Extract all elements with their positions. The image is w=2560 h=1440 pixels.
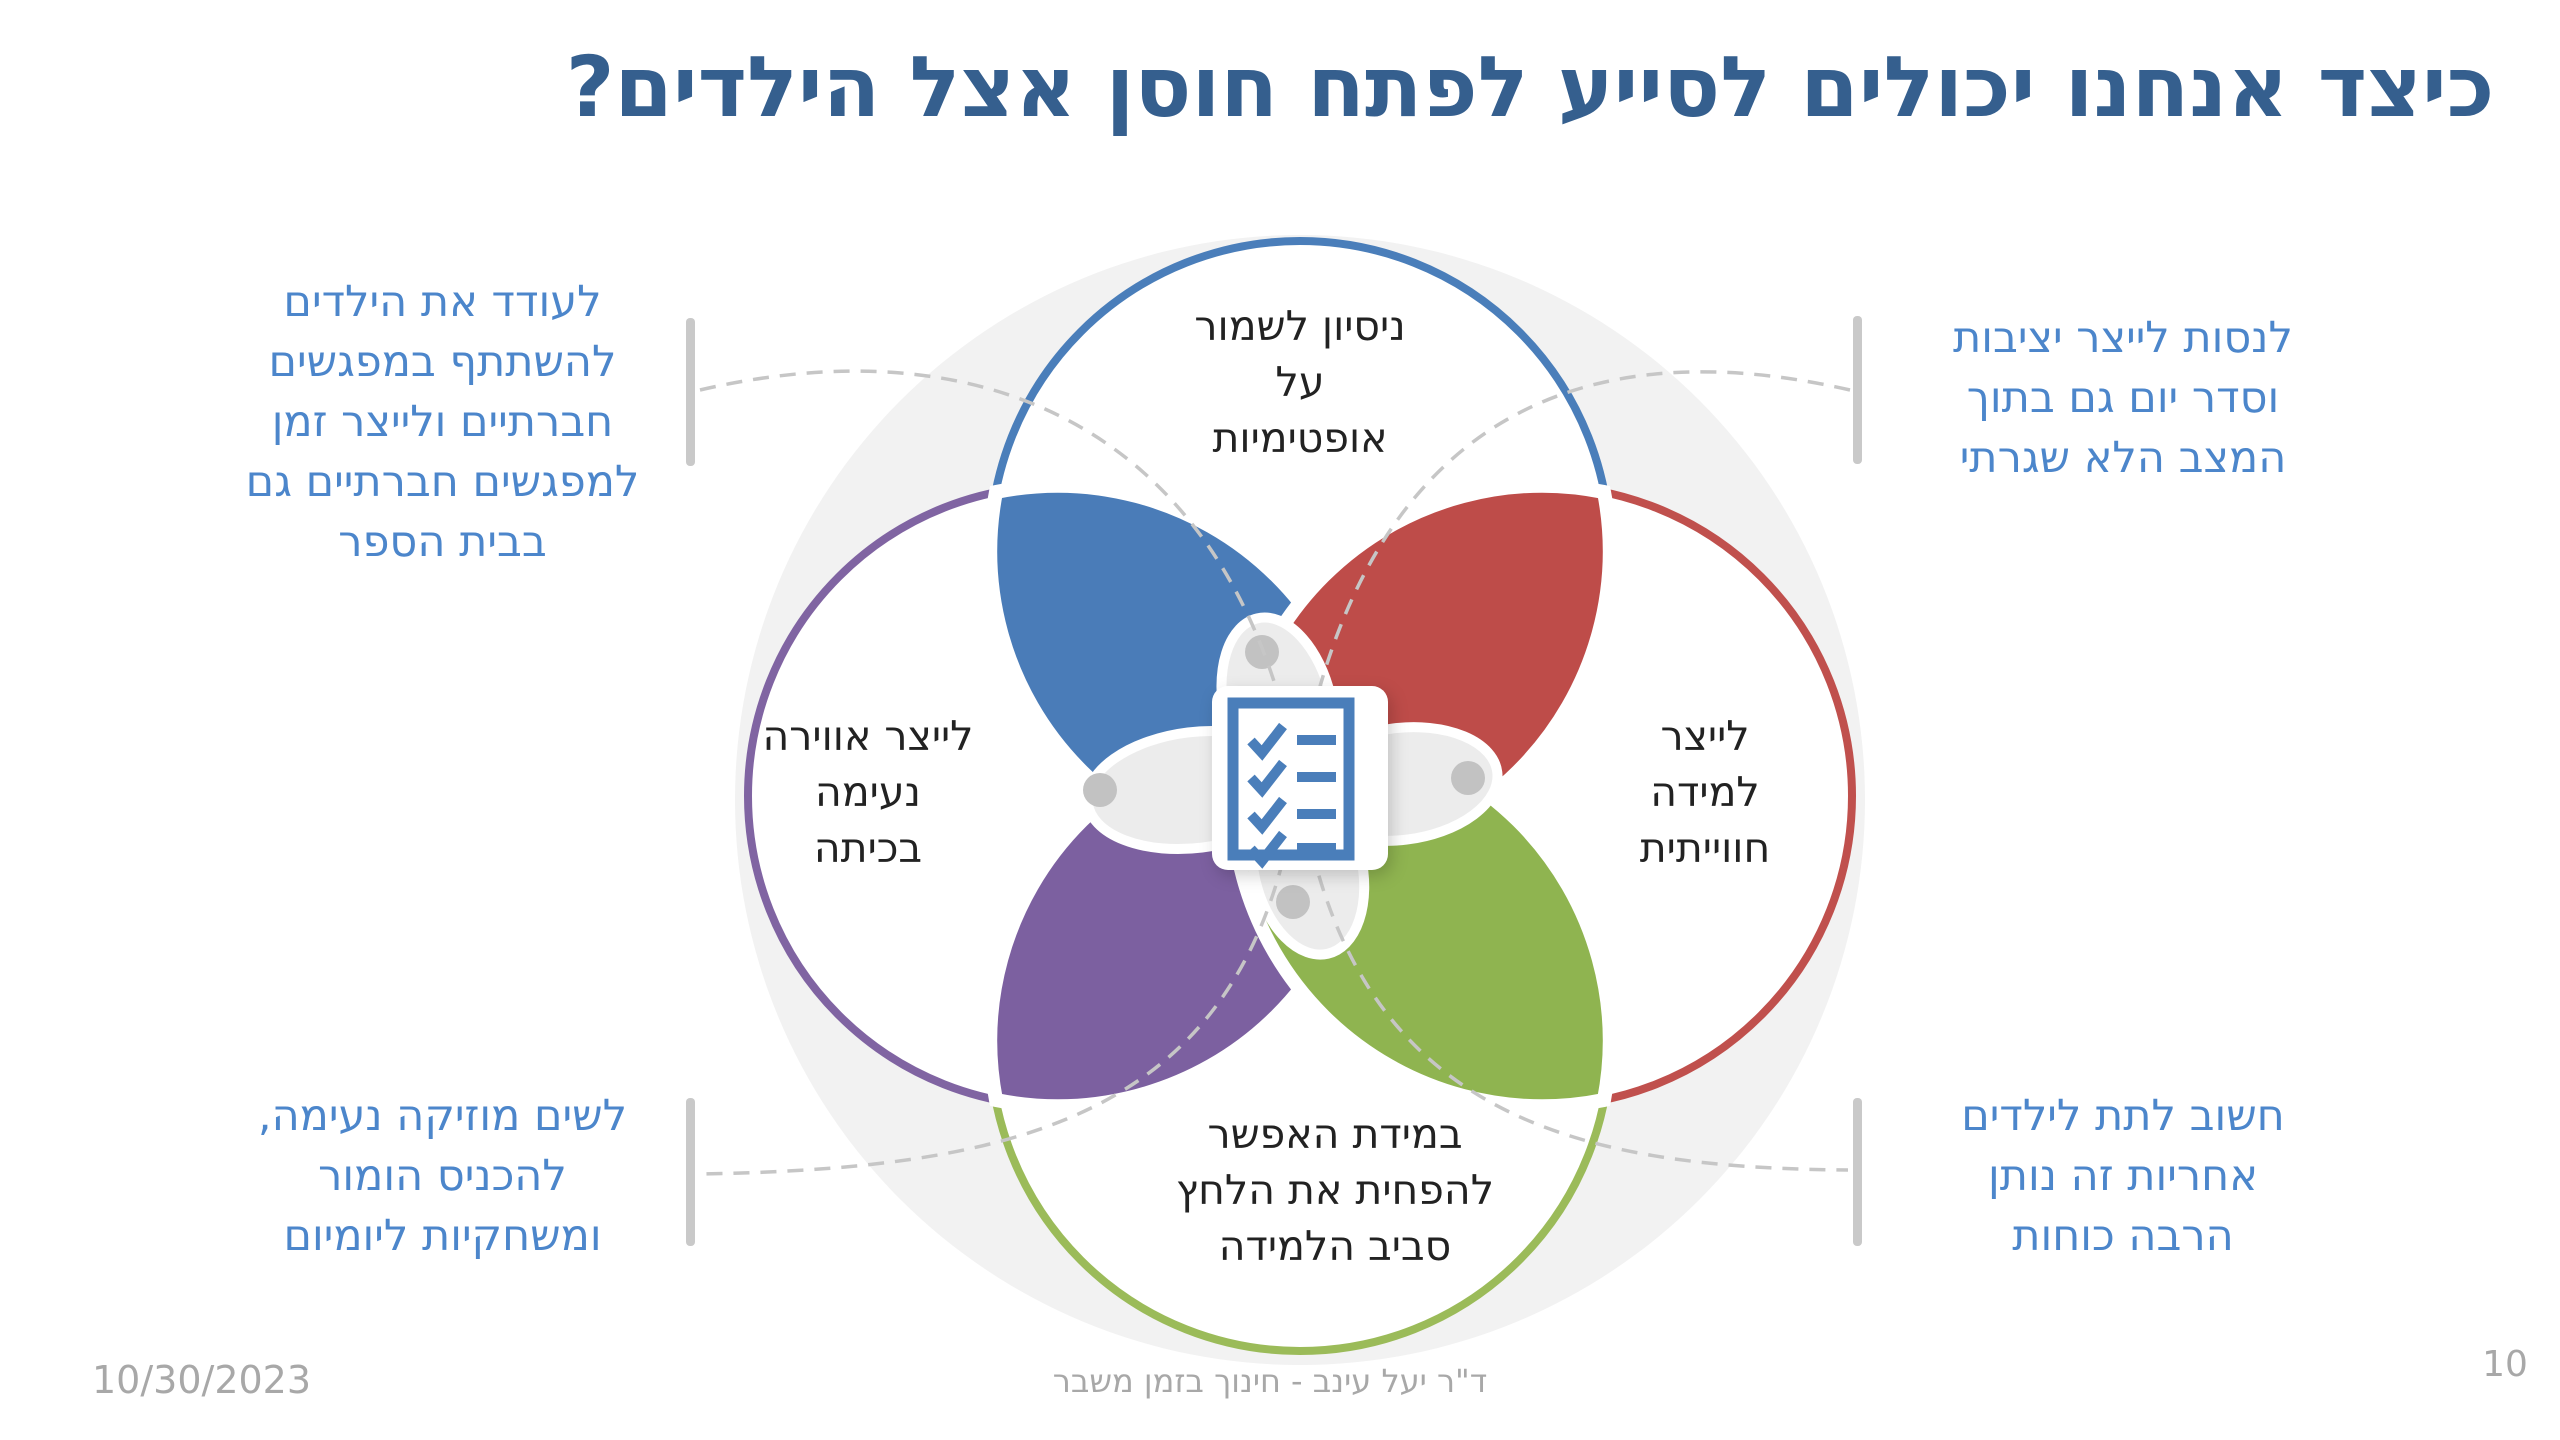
callout-bar-top-right xyxy=(1853,316,1862,464)
callout-bar-top-left xyxy=(686,318,695,466)
node-dot-bottom xyxy=(1276,885,1310,919)
callout-top-left: לעודד את הילדים להשתתף במפגשים חברתיים ו… xyxy=(245,277,640,567)
left-circle-label: לייצר אווירה נעימה בכיתה xyxy=(762,712,974,872)
top-circle-label: ניסיון לשמור על אופטימיות xyxy=(1194,302,1406,462)
check-mark-1 xyxy=(1247,722,1287,761)
footer-date: 10/30/2023 xyxy=(92,1358,312,1402)
checklist-icon xyxy=(1212,686,1388,870)
icon-rows xyxy=(1247,722,1336,869)
page-number: 10 xyxy=(2482,1344,2528,1385)
slide-title: כיצד אנחנו יכולים לסייע לפתח חוסן אצל הי… xyxy=(565,38,2495,136)
node-dot-left xyxy=(1083,773,1117,807)
callout-bottom-left: לשים מוזיקה נעימה, להכניס הומור ומשחקיות… xyxy=(257,1091,628,1261)
check-mark-3 xyxy=(1247,796,1287,835)
callout-bottom-right: חשוב לתת לילדים אחריות זה נותן הרבה כוחו… xyxy=(1961,1091,2285,1261)
right-circle-label: לייצר למידה חווייתית xyxy=(1639,712,1771,872)
callout-top-right: לנסות לייצר יציבות וסדר יום גם בתוך המצב… xyxy=(1953,313,2293,483)
footer-credit: ד"ר יעל עינב - חינוך בזמן משבר xyxy=(1052,1362,1488,1400)
check-mark-2 xyxy=(1247,759,1287,798)
callout-bar-bottom-left xyxy=(686,1098,695,1246)
bottom-circle-label: במידת האפשר להפחית את הלחץ סביב הלמידה xyxy=(1175,1110,1494,1270)
node-dot-right xyxy=(1451,761,1485,795)
callout-bar-bottom-right xyxy=(1853,1098,1862,1246)
check-mark-4 xyxy=(1247,830,1287,869)
